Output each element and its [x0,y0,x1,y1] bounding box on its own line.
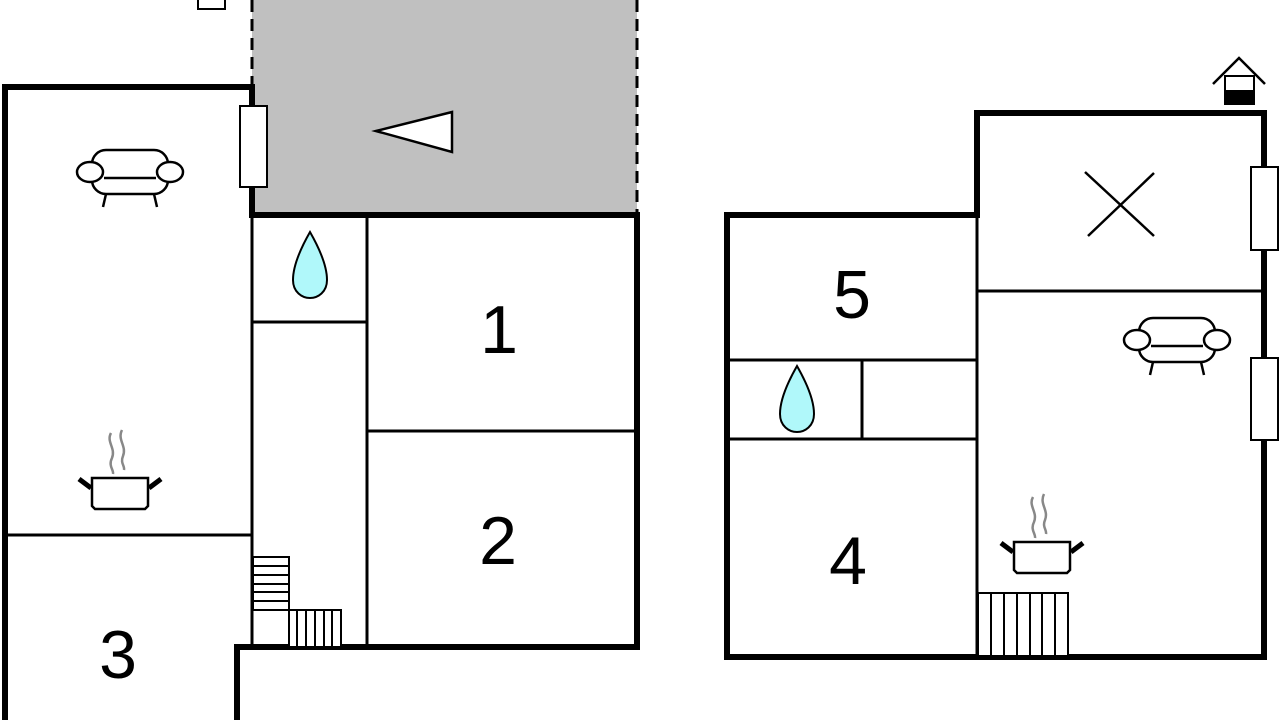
water-drop-icon [292,231,328,299]
sofa-icon [75,148,185,209]
terrace-area [252,0,637,215]
cross-icon [1084,171,1155,237]
window-icon [197,0,226,10]
house-icon [1212,56,1266,105]
right-building: 5 4 [724,56,1279,660]
stairs-icon [252,556,342,648]
cooking-pot-icon [1001,494,1083,573]
room-label-1: 1 [480,292,518,368]
cooking-pot-icon [79,430,161,509]
exterior-wall [724,110,1267,660]
window-icon [239,105,268,188]
window-icon [1250,166,1279,251]
water-drop-icon [779,365,815,433]
room-label-2: 2 [479,503,517,579]
room-label-4: 4 [829,523,867,599]
room-label-5: 5 [833,257,871,333]
entrance-arrow-icon [371,110,454,154]
sofa-icon [1122,316,1232,377]
stairs-icon [977,592,1069,657]
left-building: 1 2 3 [2,0,640,720]
room-label-3: 3 [99,617,137,693]
window-icon [1250,357,1279,441]
